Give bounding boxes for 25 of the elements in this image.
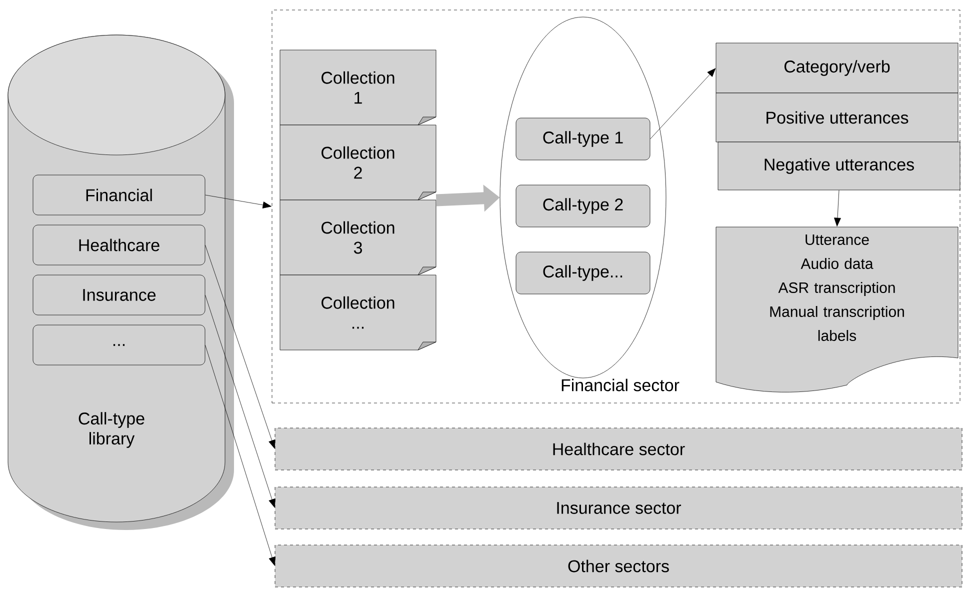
sector-bar: Insurance sector [274, 486, 962, 530]
arrow [205, 344, 276, 566]
table-row-box: Category/verb [716, 42, 958, 94]
document-box: Collection 1 [280, 50, 436, 126]
arrow [205, 244, 276, 449]
ellipse [500, 16, 666, 378]
document-box: Collection 3 [280, 200, 436, 276]
rounded-box: ... [32, 324, 206, 366]
sector-bar: Other sectors [274, 544, 962, 588]
rounded-box: Call-type 1 [516, 118, 650, 160]
rounded-box: Healthcare [32, 224, 206, 266]
document-box: Utterance Audio data ASR transcription Manual transcription labels [716, 226, 958, 392]
arrow [205, 194, 272, 208]
arrow [205, 294, 276, 508]
sector-bar: Healthcare sector [274, 428, 962, 470]
rounded-box: Financial [32, 174, 206, 216]
rounded-box: Call-type 2 [516, 184, 650, 228]
rounded-box: Insurance [32, 274, 206, 316]
arrow [650, 68, 716, 140]
table-row-box: Negative utterances [718, 142, 960, 190]
document-box: Collection 2 [280, 124, 436, 200]
rounded-box: Call-type... [516, 252, 650, 294]
document-box: Collection ... [280, 274, 436, 350]
table-row-box: Positive utterances [716, 92, 958, 142]
arrow [834, 190, 841, 226]
